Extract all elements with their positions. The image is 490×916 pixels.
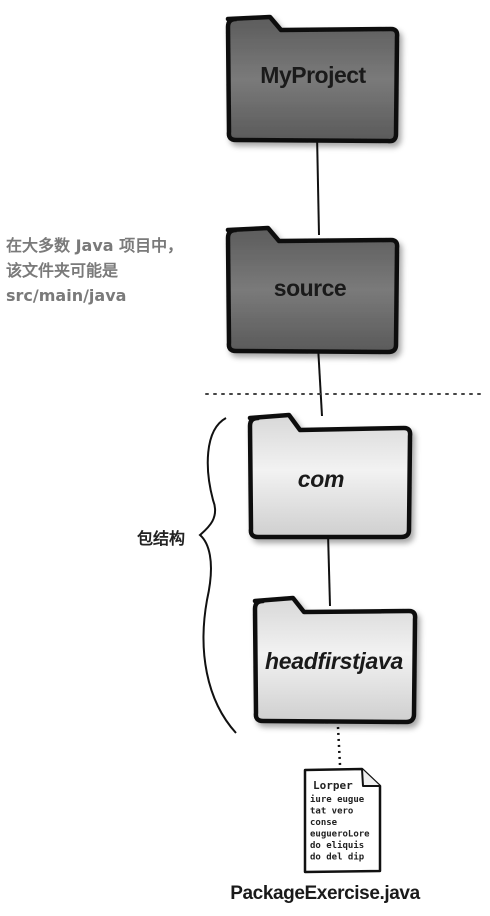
annotation-line-3: src/main/java	[6, 286, 127, 305]
file-content-line-1: Lorper	[313, 779, 353, 792]
file-content-line-2: iure eugue	[310, 794, 365, 805]
folder-label-headfirstjava: headfirstjava	[265, 648, 404, 674]
folder-label-myproject: MyProject	[260, 62, 366, 88]
file-content-line-3: tat vero	[310, 807, 353, 817]
folder-headfirstjava[interactable]	[252, 595, 418, 725]
connector-package-file	[336, 726, 342, 766]
folder-label-com: com	[298, 466, 344, 492]
folder-source[interactable]	[225, 225, 400, 355]
connector-source-com	[317, 345, 323, 417]
file-content-line-6: do eliquis	[310, 840, 364, 851]
file-content-line-4: conse	[310, 818, 338, 828]
annotation-line-1: 在大多数 Java 项目中，	[6, 236, 184, 255]
folder-label-source: source	[274, 275, 346, 301]
folder-myproject[interactable]	[225, 14, 400, 144]
package-structure-label: 包结构	[137, 529, 186, 548]
connector-root-source	[316, 133, 320, 236]
java-file-icon[interactable]: Lorper iure eugue tat vero conse euguero…	[303, 767, 382, 874]
file-content-line-5: eugueroLore	[310, 830, 370, 840]
annotation-line-2: 该文件夹可能是	[6, 261, 119, 280]
connector-com-package	[327, 532, 331, 607]
file-content-line-7: do del dip	[310, 852, 365, 863]
source-folder-annotation: 在大多数 Java 项目中， 该文件夹可能是 src/main/java	[6, 233, 206, 308]
package-brace	[198, 417, 237, 734]
java-file-name: PackageExercise.java	[230, 883, 420, 904]
folder-com[interactable]	[247, 412, 413, 540]
